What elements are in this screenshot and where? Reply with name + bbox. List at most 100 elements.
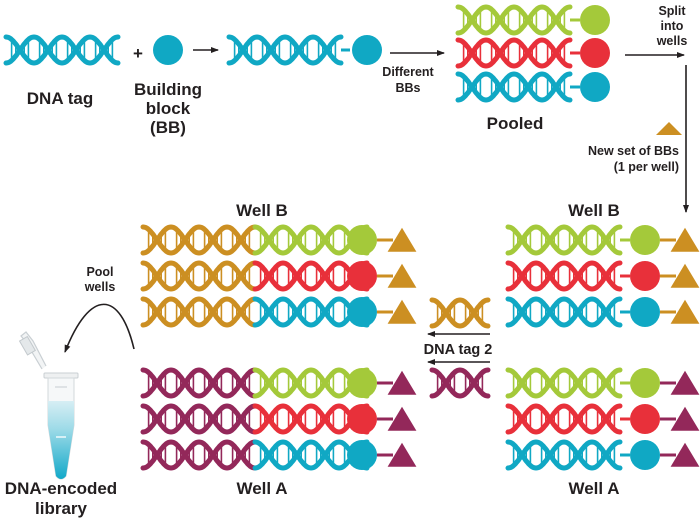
dna-strand <box>252 403 370 435</box>
pooled-bb-teal <box>580 72 610 102</box>
right-well-b-bb1-teal <box>630 297 660 327</box>
dna-strand <box>3 34 121 66</box>
right-well-a-bb1-red <box>630 404 660 434</box>
right-well-b-bb2-triangle-green <box>670 227 700 252</box>
right-well-b-bb2-triangle-red <box>670 263 700 288</box>
dna-strand <box>505 367 623 399</box>
dna-strand <box>505 260 623 292</box>
label-different-bbs-1: Different <box>382 65 434 79</box>
right-well-b-helix-teal <box>505 296 623 328</box>
dna-strand <box>140 403 258 435</box>
left-well-b-bb1-red <box>347 261 377 291</box>
building-block-circle <box>153 35 183 65</box>
left-well-a-tag2-helix <box>140 367 258 399</box>
dna-strand <box>140 367 258 399</box>
pooled-helix-teal <box>455 71 573 103</box>
right-well-b-bb2-triangle-teal <box>670 299 700 324</box>
dna-strand <box>429 297 491 329</box>
plus-sign: + <box>133 44 143 63</box>
label-split-2: into <box>661 19 684 33</box>
dna-strand <box>455 71 573 103</box>
label-pool-wells-2: wells <box>84 280 116 294</box>
dna-strand <box>429 297 491 329</box>
dna-strand <box>252 296 370 328</box>
left-well-a-bb2-triangle-teal <box>387 442 417 467</box>
dna-strand <box>455 4 573 36</box>
left-well-a-tag2-helix <box>140 439 258 471</box>
dna-strand <box>252 439 370 471</box>
dna-strand <box>140 296 258 328</box>
pooled-helix-red <box>455 37 573 69</box>
dna-strand <box>505 403 623 435</box>
dna-strand <box>429 367 491 399</box>
left-well-b-bb2-triangle-green <box>387 227 417 252</box>
dna-strand <box>226 34 344 66</box>
left-well-b-bb1-teal <box>347 297 377 327</box>
left-well-b-bb2-triangle-teal <box>387 299 417 324</box>
label-well-a-left: Well A <box>236 479 287 498</box>
label-well-b-right: Well B <box>568 201 620 220</box>
label-split-3: wells <box>656 34 688 48</box>
dna-strand <box>252 367 370 399</box>
label-different-bbs-2: BBs <box>395 81 420 95</box>
right-well-a-helix-teal <box>505 439 623 471</box>
dna-strand <box>252 260 370 292</box>
label-new-set-1: New set of BBs <box>588 144 679 158</box>
left-well-b-tag2-helix <box>140 224 258 256</box>
left-well-a-bb1-red <box>347 404 377 434</box>
helix-layer <box>3 4 700 471</box>
microcentrifuge-tube-icon <box>18 331 79 480</box>
dna-strand <box>140 260 258 292</box>
dna-strand <box>140 403 258 435</box>
dna-strand <box>252 403 370 435</box>
dna-strand <box>455 37 573 69</box>
left-well-b-bb1-green <box>347 225 377 255</box>
right-well-a-bb2-triangle-green <box>670 370 700 395</box>
dna-strand <box>140 439 258 471</box>
dna-strand <box>505 296 623 328</box>
dna-strand <box>140 224 258 256</box>
dna-strand <box>140 224 258 256</box>
right-well-b-helix-green <box>505 224 623 256</box>
left-well-a-bb1-teal <box>347 440 377 470</box>
pooled-bb-green <box>580 5 610 35</box>
dna-strand <box>140 296 258 328</box>
dna-strand <box>505 439 623 471</box>
dna-strand <box>455 71 573 103</box>
left-well-a-bb1-green <box>347 368 377 398</box>
right-well-a-bb1-teal <box>630 440 660 470</box>
label-library-2: library <box>35 499 88 518</box>
dna-strand <box>226 34 344 66</box>
right-well-a-helix-red <box>505 403 623 435</box>
dna-strand <box>252 367 370 399</box>
dna-strand <box>252 439 370 471</box>
label-new-set-2: (1 per well) <box>614 160 679 174</box>
label-building-block-3: (BB) <box>150 118 186 137</box>
dna-tag-helix <box>3 34 121 66</box>
dna-strand <box>140 367 258 399</box>
dna-strand <box>140 439 258 471</box>
dna-strand <box>429 367 491 399</box>
right-well-b-bb1-red <box>630 261 660 291</box>
left-well-b-tag2-helix <box>140 260 258 292</box>
dna-strand <box>252 224 370 256</box>
label-pool-wells-1: Pool <box>86 265 113 279</box>
right-well-a-bb2-triangle-red <box>670 406 700 431</box>
dna-strand <box>505 224 623 256</box>
label-building-block-2: block <box>146 99 191 118</box>
right-well-b-bb1-green <box>630 225 660 255</box>
dna-tag-2-helix-well-b <box>429 297 491 329</box>
dna-strand <box>140 260 258 292</box>
label-well-a-right: Well A <box>568 479 619 498</box>
tagged-bb-helix <box>226 34 344 66</box>
dna-tag-2-helix-well-a <box>429 367 491 399</box>
label-well-b-left: Well B <box>236 201 288 220</box>
pooled-bb-red <box>580 38 610 68</box>
dna-strand <box>455 4 573 36</box>
right-well-a-bb1-green <box>630 368 660 398</box>
tagged-bb-circle <box>352 35 382 65</box>
dna-strand <box>505 367 623 399</box>
label-dna-tag-2: DNA tag 2 <box>424 342 493 358</box>
label-split-1: Split <box>658 4 686 18</box>
dna-strand <box>505 296 623 328</box>
